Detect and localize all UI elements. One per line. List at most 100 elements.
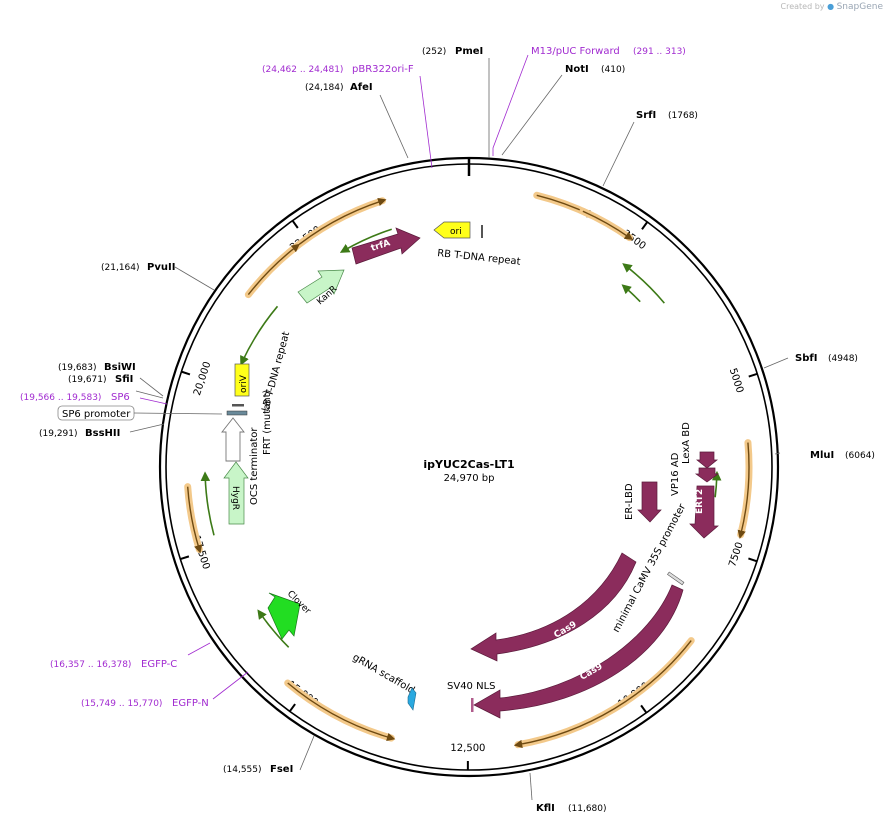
grna-scaffold-feature <box>407 687 417 711</box>
er-lbd-feature <box>637 481 662 523</box>
ori-label: ori <box>450 227 462 237</box>
tick-label: 7500 <box>727 541 745 569</box>
kanr-feature: KanR <box>297 269 345 307</box>
site-name: BssHII <box>85 428 120 439</box>
site-name: AfeI <box>350 82 373 93</box>
oriV-label: oriV <box>239 374 249 393</box>
sv40-nls-label: SV40 NLS <box>447 681 496 692</box>
orf-arc-green <box>622 263 665 304</box>
oriV-feature: oriV <box>234 363 250 397</box>
orf-arc-green <box>200 471 215 536</box>
orf-highlight <box>184 483 203 553</box>
lexa-bd-label: LexA BD <box>681 422 692 464</box>
snapgene-credit: Created by ● SnapGene <box>781 2 884 12</box>
primer-pos: (15,749 .. 15,770) <box>81 699 162 709</box>
primer-name: SP6 <box>111 392 130 403</box>
site-name: NotI <box>565 64 589 75</box>
tick-mark <box>640 704 648 714</box>
hygr-label: HygR <box>230 486 240 510</box>
er-lbd-label: ER-LBD <box>624 483 635 520</box>
orf-arc <box>513 640 692 749</box>
site-pos: (4948) <box>828 354 858 364</box>
vp16-ad-label: VP16 AD <box>670 452 681 496</box>
primer-name: pBR322ori-F <box>352 64 414 75</box>
primer-pos: (16,357 .. 16,378) <box>50 660 131 670</box>
site-name: KflI <box>536 803 555 814</box>
orf-arc-green <box>240 305 279 366</box>
snapgene-logo-icon: ● <box>827 2 835 11</box>
sp6-promoter-label: SP6 promoter <box>57 405 223 421</box>
site-pos: (11,680) <box>568 804 607 814</box>
site-pos: (19,671) <box>68 375 107 385</box>
primer-leaders <box>139 54 529 700</box>
orf-arcs <box>184 191 753 749</box>
tick-mark <box>748 372 758 378</box>
tick-mark <box>748 557 758 563</box>
sv40-nls-mark <box>471 698 474 712</box>
orf-arc <box>287 682 396 741</box>
frt-label: FRT (mutant) <box>262 389 273 455</box>
ocs-terminator-feature <box>221 417 245 462</box>
sp6-promoter-text: SP6 promoter <box>62 409 131 420</box>
orf-arc <box>186 486 203 554</box>
orf-arc-green <box>711 470 722 498</box>
site-pos: (19,683) <box>58 363 97 373</box>
tick-mark <box>288 703 296 712</box>
tick-label: 5000 <box>727 367 745 395</box>
ocs-terminator-label: OCS terminator <box>249 427 260 505</box>
site-name: MluI <box>810 450 834 461</box>
orf-arc <box>247 243 300 296</box>
trfA-feature: trfA <box>351 227 421 265</box>
site-name: SrfI <box>636 110 656 121</box>
tick-mark <box>181 370 191 376</box>
site-labels: (252) PmeI NotI (410) SrfI (1768) SbfI (… <box>39 46 875 814</box>
site-pos: (410) <box>601 65 625 75</box>
orf-arc <box>582 210 634 241</box>
site-name: PvuII <box>147 262 175 273</box>
site-name: PmeI <box>455 46 483 57</box>
tick-mark <box>641 221 649 230</box>
ert2-feature: ERT2 <box>689 485 719 539</box>
tick-label: 20,000 <box>192 360 213 397</box>
orf-arc-green <box>621 284 641 303</box>
primer-pos: (19,566 .. 19,583) <box>20 393 101 403</box>
lb-repeat-marks <box>226 404 248 416</box>
plasmid-name: ipYUC2Cas-LT1 <box>423 458 514 471</box>
tick-label: 12,500 <box>450 743 485 754</box>
primer-labels: M13/pUC Forward (291 .. 313) (24,462 .. … <box>20 46 686 709</box>
site-pos: (19,291) <box>39 429 78 439</box>
grna-scaffold-label: gRNA scaffold <box>351 652 417 696</box>
orf-arc-green <box>339 228 392 253</box>
primer-pos: (291 .. 313) <box>633 47 686 57</box>
ert2-label: ERT2 <box>695 489 705 514</box>
orf-arc-green <box>257 609 290 648</box>
primer-name: EGFP-N <box>172 698 209 709</box>
site-pos: (21,164) <box>101 263 140 273</box>
site-pos: (14,555) <box>223 765 262 775</box>
cas9-middle-feature: Cas9 <box>470 552 637 662</box>
primer-name: EGFP-C <box>141 659 177 670</box>
plasmid-length: 24,970 bp <box>444 473 495 484</box>
site-pos: (252) <box>422 47 446 57</box>
orf-arc <box>737 442 750 539</box>
site-pos: (6064) <box>845 451 875 461</box>
primer-pos: (24,462 .. 24,481) <box>262 65 343 75</box>
credit-brand: SnapGene <box>836 2 883 12</box>
credit-prefix: Created by <box>780 2 825 11</box>
lexa-vp16-arrows <box>694 451 720 483</box>
site-leaders <box>129 58 789 801</box>
rb-tdna-label: RB T-DNA repeat <box>437 248 521 268</box>
site-name: BsiWI <box>104 362 136 373</box>
site-name: SfiI <box>115 374 133 385</box>
primer-name: M13/pUC Forward <box>531 46 620 57</box>
site-name: SbfI <box>795 353 817 364</box>
tick-mark <box>291 220 299 229</box>
site-pos: (24,184) <box>305 83 344 93</box>
site-name: FseI <box>270 764 293 775</box>
hygr-feature: HygR <box>223 461 249 525</box>
orf-highlight <box>284 679 395 742</box>
orf-highlight <box>244 242 301 299</box>
camv-promoter-mark <box>667 571 685 586</box>
site-pos: (1768) <box>668 111 698 121</box>
